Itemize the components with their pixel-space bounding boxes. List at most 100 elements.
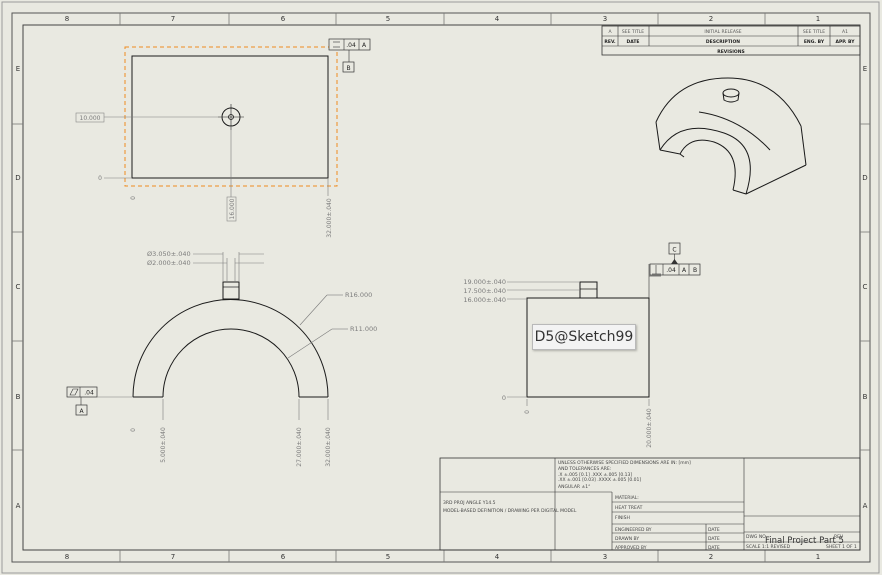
top-view[interactable]: 10.000 16.000 0 0 32.000±.040 .04 A B <box>75 38 371 238</box>
zone-col-top: 6 <box>281 15 286 23</box>
date-label: DATE <box>708 536 720 542</box>
iso-top-back-edge <box>655 77 802 127</box>
mbd-note: MODEL-BASED DEFINITION / DRAWING PER DIG… <box>443 508 577 514</box>
zone-row-right: A <box>863 502 868 510</box>
datum-label-b: B <box>346 65 350 72</box>
isometric-view[interactable] <box>655 77 807 195</box>
tolerance-note: .X ±.005 [0.1] .XXX ±.005 [0.13] <box>558 472 632 478</box>
fcf-tolerance: .04 <box>346 42 356 49</box>
fcf-datum-b: B <box>693 267 697 274</box>
heat-treat-label: HEAT TREAT <box>615 505 643 511</box>
ordinate-20[interactable]: 20.000±.040 <box>646 408 653 448</box>
dimension-tooltip: D5@Sketch99 <box>532 324 636 350</box>
rev-label: REV <box>834 534 844 540</box>
ordinate-5[interactable]: 5.000±.040 <box>160 427 167 463</box>
date-label: DATE <box>708 545 720 551</box>
zone-col-bottom: 3 <box>603 553 607 561</box>
zone-col-top: 3 <box>603 15 607 23</box>
dim-boss-diameter[interactable]: Ø3.050±.040 <box>147 250 191 258</box>
ordinate-zero-y[interactable]: 0 <box>98 175 102 182</box>
zone-row-right: D <box>862 174 867 182</box>
datum-box-a <box>75 404 88 416</box>
ordinate-zero-x[interactable]: 0 <box>130 196 137 200</box>
zone-row-right: E <box>863 65 867 73</box>
datum-label-a: A <box>79 408 84 415</box>
zone-col-bottom: 5 <box>386 553 390 561</box>
approved-by-label: APPROVED BY <box>615 545 647 551</box>
zone-row-left: C <box>16 283 21 291</box>
zone-row-left: D <box>15 174 20 182</box>
rev-cell: A <box>608 29 612 35</box>
ordinate-27[interactable]: 27.000±.040 <box>296 427 303 467</box>
top-view-fcf[interactable]: .04 A <box>328 38 371 51</box>
dim-hole-y[interactable]: 16.000 <box>229 198 236 219</box>
fcf-datum-a: A <box>682 267 687 274</box>
title-block[interactable]: UNLESS OTHERWISE SPECIFIED DIMENSIONS AR… <box>439 457 861 551</box>
dim-hole-x[interactable]: 10.000 <box>80 115 101 122</box>
ordinate-0[interactable]: 0 <box>130 428 137 432</box>
fcf-datum: A <box>362 42 367 49</box>
ordinate-zero-x[interactable]: 0 <box>524 410 531 414</box>
rev-header: ENG. BY <box>804 39 825 45</box>
front-view-fcf[interactable]: .04 <box>66 386 98 398</box>
front-view[interactable]: Ø3.050±.040 Ø2.000±.040 R16.000 R11.000 … <box>66 250 377 467</box>
zone-col-bottom: 7 <box>171 553 175 561</box>
part-title[interactable]: Final Project Part 5 <box>765 536 844 546</box>
ordinate-0[interactable]: 0 <box>502 394 506 402</box>
rev-cell: SEE TITLE <box>622 29 644 35</box>
rev-cell: A1 <box>842 29 848 35</box>
front-boss <box>222 281 240 300</box>
rev-header: DESCRIPTION <box>706 39 740 45</box>
rev-header: APP. BY <box>836 39 856 45</box>
dim-inner-radius[interactable]: R11.000 <box>350 325 377 333</box>
zone-row-right: B <box>863 393 868 401</box>
sheet-frame <box>11 12 871 563</box>
rev-header: DATE <box>626 39 639 45</box>
zone-col-bottom: 2 <box>709 553 713 561</box>
sheet-label: SHEET 1 OF 1 <box>826 544 857 550</box>
zone-col-bottom: 4 <box>495 553 500 561</box>
engineered-by-label: ENGINEERED BY <box>615 527 652 533</box>
zone-col-top: 1 <box>816 15 820 23</box>
datum-triangle <box>671 259 678 264</box>
projection-note: 3RD PROJ ANGLE Y14.5 <box>443 500 496 506</box>
drawn-by-label: DRAWN BY <box>615 536 639 542</box>
ordinate-32[interactable]: 32.000±.040 <box>325 427 332 467</box>
iso-front-outer-arc <box>659 127 751 195</box>
ordinate-17-5[interactable]: 17.500±.040 <box>463 287 506 295</box>
zone-col-top: 5 <box>386 15 390 23</box>
dim-hole-diameter[interactable]: Ø2.000±.040 <box>147 259 191 267</box>
ordinate-32[interactable]: 32.000±.040 <box>326 198 333 238</box>
tolerance-note: ANGULAR ±1° <box>558 484 590 490</box>
dwg-no-label: DWG NO <box>746 534 766 540</box>
revisions-table[interactable]: A SEE TITLE INITIAL RELEASE SEE TITLE A1… <box>601 25 861 56</box>
ordinate-16[interactable]: 16.000±.040 <box>463 296 506 304</box>
zone-row-right: C <box>863 283 868 291</box>
rev-title: REVISIONS <box>717 49 744 55</box>
zone-row-left: B <box>16 393 21 401</box>
zone-col-top: 8 <box>65 15 69 23</box>
fcf-tolerance: .04 <box>84 390 94 397</box>
zone-col-top: 2 <box>709 15 713 23</box>
tolerance-note: AND TOLERANCES ARE: <box>558 466 611 472</box>
datum-label-c: C <box>672 247 676 254</box>
zone-col-bottom: 6 <box>281 553 286 561</box>
dim-outer-radius[interactable]: R16.000 <box>345 291 372 299</box>
iso-front-inner-arc <box>679 139 736 191</box>
side-view[interactable]: 19.000±.040 17.500±.040 16.000±.040 0 0 … <box>463 242 701 448</box>
side-view-fcf[interactable]: .04 A B <box>649 263 701 276</box>
side-boss <box>579 281 598 299</box>
tolerance-note: .XX ±.001 [0.03] .XXXX ±.005 [0.01] <box>558 477 641 483</box>
ordinate-19[interactable]: 19.000±.040 <box>463 278 506 286</box>
zone-labels: 8 7 6 5 4 3 2 1 8 7 6 5 4 3 2 1 E D C B … <box>15 15 867 561</box>
date-label: DATE <box>708 527 720 533</box>
iso-boss-side <box>722 92 740 103</box>
rev-cell: INITIAL RELEASE <box>704 29 741 35</box>
rev-cell: SEE TITLE <box>803 29 825 35</box>
inner-arc <box>162 328 300 398</box>
zone-col-bottom: 8 <box>65 553 69 561</box>
zone-col-bottom: 1 <box>816 553 820 561</box>
zone-col-top: 4 <box>495 15 500 23</box>
